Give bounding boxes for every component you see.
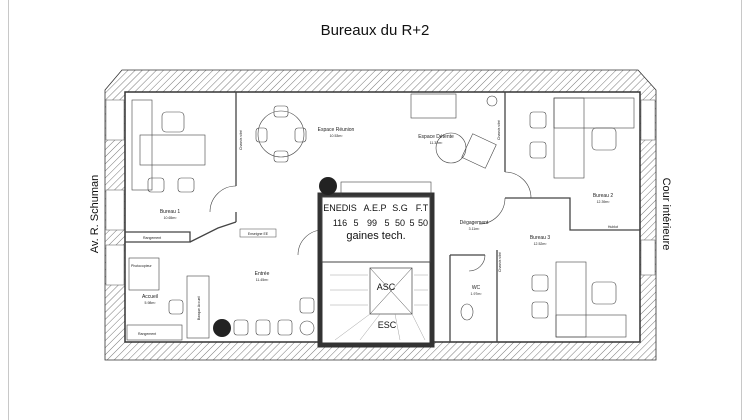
room-name: Espace Réunion: [318, 127, 355, 133]
shaft-caption: gaines tech.: [346, 230, 405, 242]
sign-label: Enseigne EE: [248, 232, 269, 236]
page-edge-left: [8, 0, 9, 420]
elevator-label: ASC: [377, 282, 396, 292]
shaft-value: 50: [395, 218, 405, 228]
shaft-header-enedis: ENEDIS: [323, 203, 357, 213]
reception-desk-label: Banque Accueil: [197, 296, 201, 320]
room-area: 1.97m²: [471, 292, 483, 296]
interior-walls: [125, 92, 640, 342]
plan-title: Bureaux du R+2: [320, 22, 430, 39]
room-name: Espace Détente: [418, 134, 454, 140]
room-area: 10.53m²: [330, 134, 344, 138]
shaft-header-sg: S.G: [392, 203, 408, 213]
shaft-value: 116: [333, 218, 347, 228]
glazed-partition-label: Chassis vitré: [497, 120, 501, 140]
shaft-value: 50: [418, 218, 428, 228]
sign-box: [239, 228, 277, 238]
storage-label: Rangement: [143, 236, 161, 240]
copier-label: Photocopieur: [131, 264, 152, 268]
room-area: 11.32m²: [430, 141, 443, 145]
furniture: [126, 93, 635, 341]
porthole-label: Hublot: [608, 225, 618, 229]
room-area: 12.39m²: [597, 200, 611, 204]
room-area: 5.98m²: [145, 301, 157, 305]
plant-icon: [213, 319, 231, 337]
room-name: Entrée: [255, 271, 270, 277]
room-area: 3.11m²: [469, 227, 480, 231]
room-area: 12.52m²: [534, 242, 548, 246]
room-name: Dégagement: [460, 220, 489, 226]
room-labels: Bureau 1 10.65m² Espace Réunion 10.53m² …: [142, 127, 613, 305]
stairs-label: ESC: [378, 320, 397, 330]
room-name: Bureau 2: [593, 193, 614, 199]
shaft-header-aep: A.E.P: [363, 203, 386, 213]
room-area: 10.65m²: [164, 216, 178, 220]
shaft-value: 5: [384, 218, 389, 228]
storage-label: Rangement: [138, 332, 156, 336]
room-name: Accueil: [142, 294, 158, 300]
glazed-partition-label: Chassis vitré: [498, 252, 502, 272]
glazed-partition-label: Chassis vitré: [239, 130, 243, 150]
room-area: 11.45m²: [256, 278, 269, 282]
shaft-value: 99: [367, 218, 377, 228]
room-name: Bureau 3: [530, 235, 551, 241]
shaft-header-ft: F.T: [416, 203, 429, 213]
plant-icon: [319, 177, 337, 195]
room-name: Bureau 1: [160, 209, 181, 215]
room-name: WC: [472, 285, 481, 291]
shaft-value: 5: [409, 218, 414, 228]
technical-core: [317, 192, 435, 348]
shaft-value: 5: [353, 218, 358, 228]
page-edge-right: [741, 0, 742, 420]
